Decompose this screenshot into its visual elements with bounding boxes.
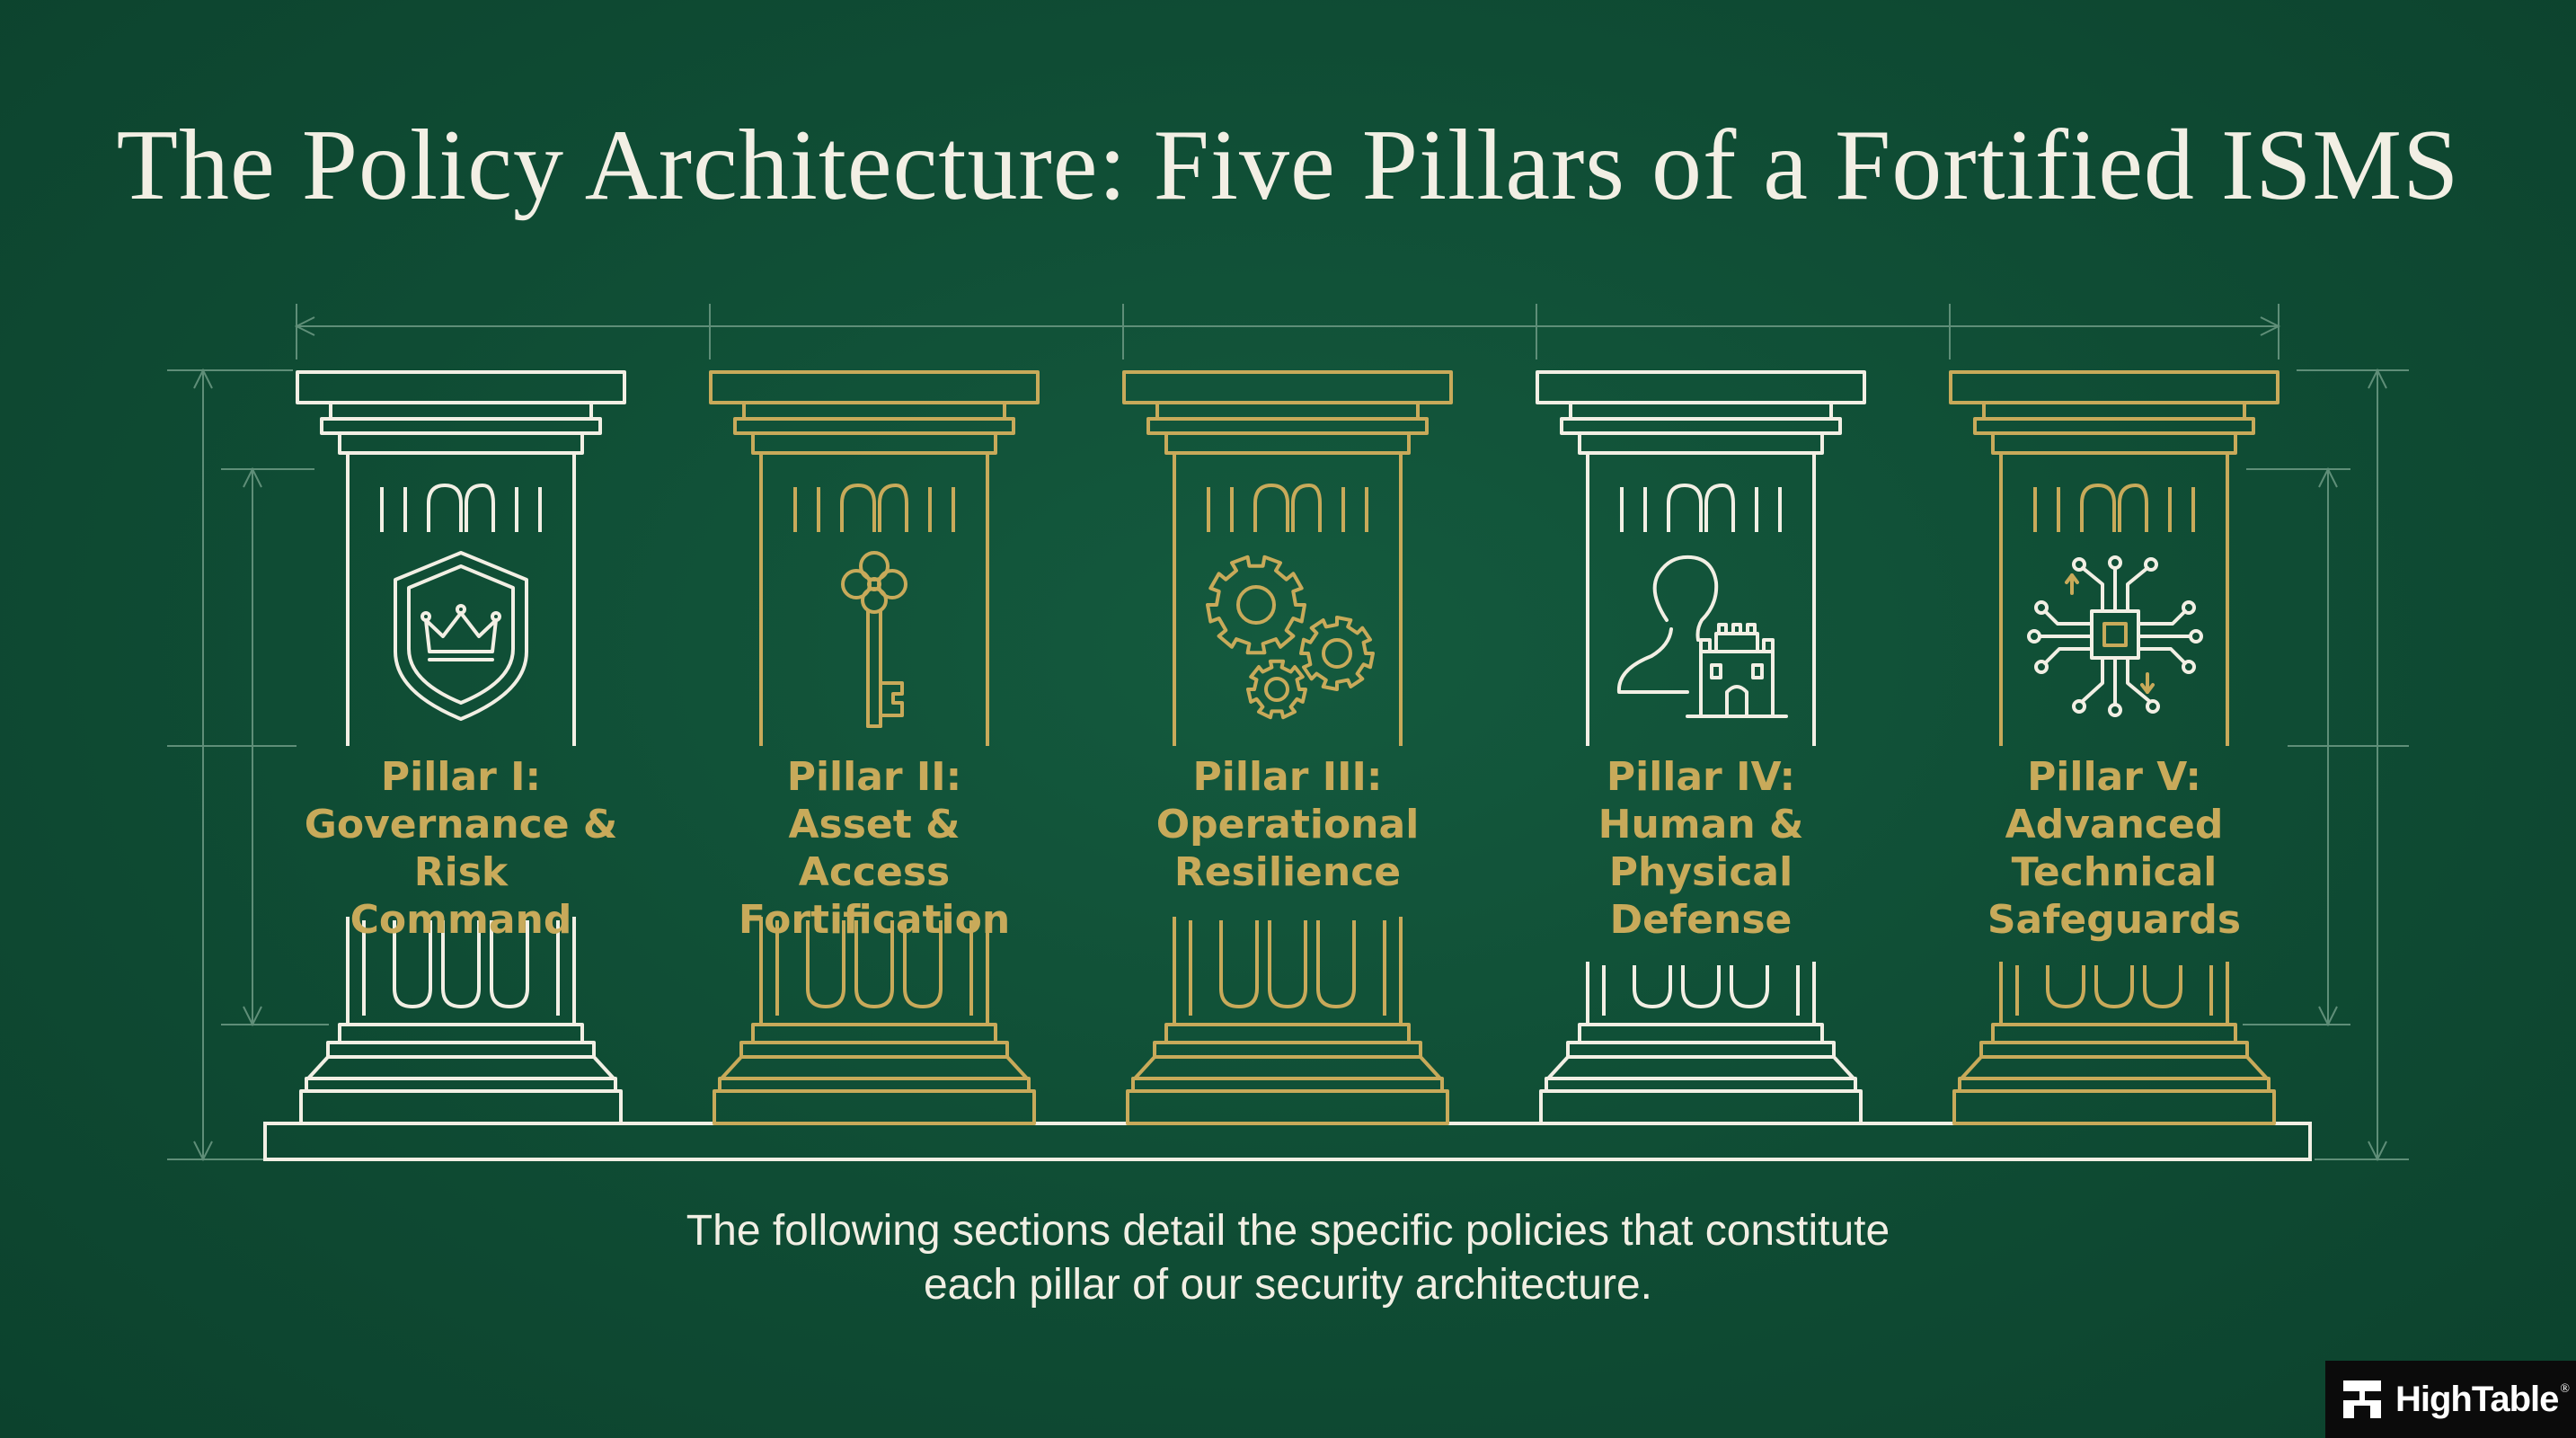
gears-icon: [1206, 555, 1375, 720]
pillar-name-line: Defense: [1609, 897, 1793, 943]
page-title: The Policy Architecture: Five Pillars of…: [116, 110, 2460, 221]
brand-badge: HighTable ®: [2325, 1361, 2576, 1438]
pillar-name-line: Fortification: [738, 897, 1011, 943]
pillar-3: [1122, 370, 1453, 1125]
pillar-heading: Pillar IV:: [1606, 754, 1796, 800]
pillar-heading: Pillar I:: [380, 754, 542, 800]
pillar-heading: Pillar III:: [1192, 754, 1383, 800]
pillar-name-line: Resilience: [1173, 849, 1402, 895]
shield-crown-icon: [394, 551, 528, 721]
pillar-2: [709, 370, 1040, 1125]
caption-line-1: The following sections detail the specif…: [686, 1207, 1890, 1255]
pillar-name-line: Safeguards: [1987, 897, 2242, 943]
pillar-5: [1949, 370, 2279, 1125]
caption: The following sections detail the specif…: [0, 1204, 2576, 1312]
pillar-name-line: Asset & Access: [788, 802, 960, 895]
circuit-chip-icon: [2027, 555, 2203, 717]
pillar-name-line: Human &: [1598, 802, 1804, 848]
person-castle-icon: [1616, 555, 1788, 718]
pillar-name-line: Technical: [2011, 849, 2217, 895]
hightable-logo-icon: [2343, 1380, 2381, 1418]
pillar-name-line: Physical: [1608, 849, 1793, 895]
caption-line-2: each pillar of our security architecture…: [923, 1261, 1653, 1309]
dimension-guides: [167, 304, 2409, 1162]
pillar-name-line: Advanced: [2005, 802, 2224, 848]
pillar-name-line: Governance &: [304, 802, 618, 848]
pillar-name-line: Risk Command: [350, 849, 572, 943]
pillar-heading: Pillar V:: [2027, 754, 2201, 800]
pillar-label-1: Pillar I:Governance &Risk Command: [299, 753, 623, 944]
pillar-1: [296, 370, 626, 1125]
pillar-name-line: Operational: [1155, 802, 1420, 848]
pillars-base: [263, 1122, 2312, 1161]
registered-mark: ®: [2560, 1382, 2571, 1396]
brand-name: HighTable: [2395, 1379, 2559, 1419]
key-icon: [841, 551, 907, 728]
pillar-4: [1536, 370, 1866, 1125]
pillar-heading: Pillar II:: [786, 754, 962, 800]
